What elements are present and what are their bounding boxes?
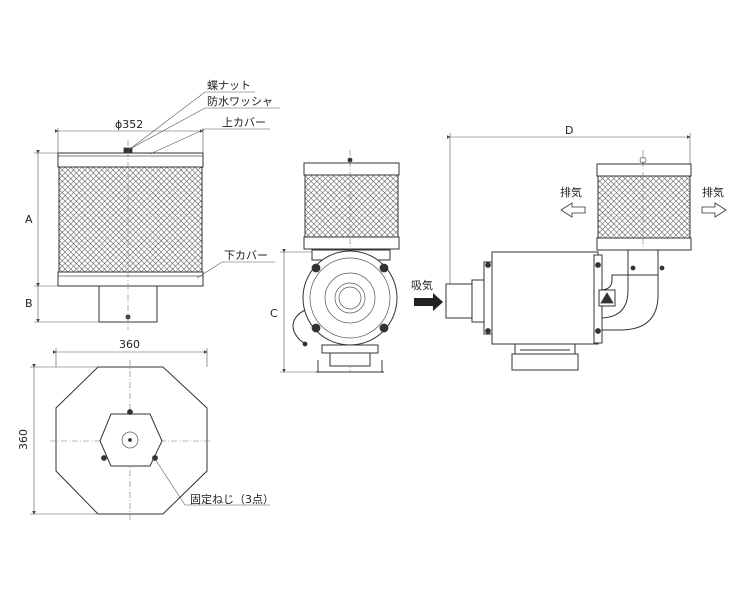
upper-cover-label: 上カバー	[222, 116, 266, 129]
depth-label: 360	[17, 429, 30, 450]
wing-nut-label: 蝶ナット	[207, 78, 251, 92]
side-view: C	[270, 150, 400, 373]
exhaust-filter-mesh	[597, 175, 691, 239]
blower-body	[491, 251, 599, 345]
upper-cover-shape	[57, 152, 204, 168]
exhaust-right-arrow	[701, 202, 727, 218]
dimension-a-label: A	[25, 213, 33, 226]
diameter-label: ϕ352	[115, 118, 143, 131]
front-view: ϕ352 A B 蝶ナット 防水ワッシャ 上カバー 下カバー	[25, 78, 280, 330]
top-view: 360 360 固定ねじ（3点）	[17, 338, 274, 520]
intake-arrow	[414, 293, 443, 311]
intake-label: 吸気	[411, 278, 433, 292]
filter-mesh	[58, 166, 203, 273]
width-label: 360	[119, 338, 140, 351]
exhaust-right-label: 排気	[702, 185, 724, 199]
dimension-d-label: D	[565, 124, 573, 137]
lower-cover-label: 下カバー	[224, 249, 268, 262]
fixing-screws-label: 固定ねじ（3点）	[190, 492, 274, 506]
waterproof-washer-label: 防水ワッシャ	[207, 94, 273, 108]
side-filter-mesh	[304, 174, 399, 238]
exhaust-left-arrow	[560, 202, 586, 218]
elevation-view: D 吸気 排気 排気	[411, 124, 727, 371]
lower-cover-shape	[57, 271, 204, 287]
dimension-b-label: B	[25, 297, 33, 310]
exhaust-left-label: 排気	[560, 185, 582, 199]
dimension-c-label: C	[270, 307, 278, 320]
